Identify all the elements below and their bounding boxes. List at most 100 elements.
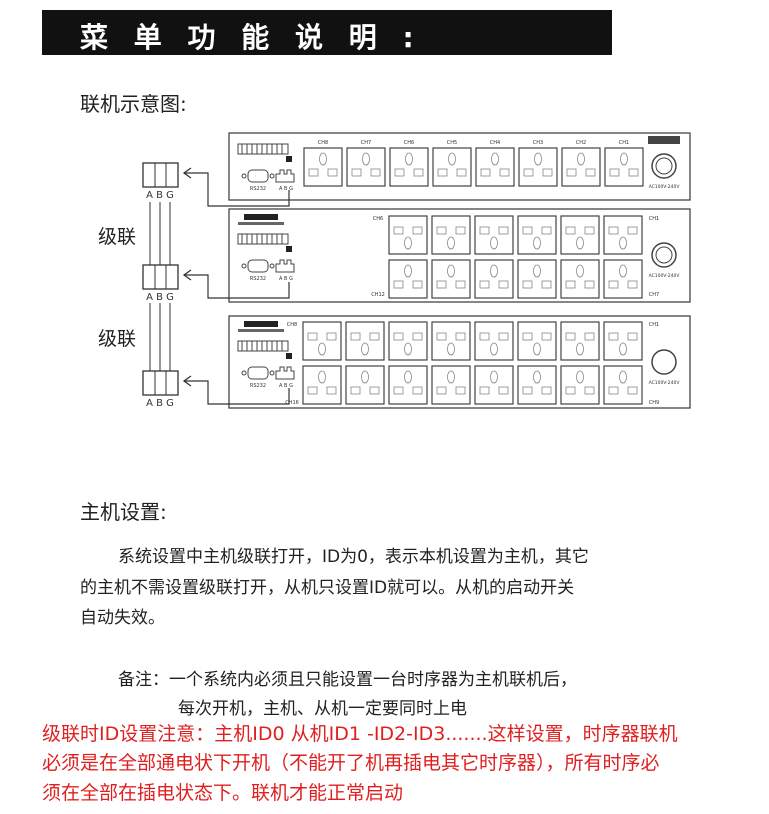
socket-pin [479,332,490,341]
socket-pin [490,370,498,384]
socket-pin [436,226,447,235]
socket-frame [517,365,557,405]
socket-pin [499,168,510,177]
socket-pin [436,280,447,289]
socket-pin [447,370,455,384]
socket-pin [576,370,584,384]
socket-frame [603,365,643,405]
rs232-label: RS232 [250,276,266,282]
socket-pin [608,226,619,235]
warning-label-icon [244,321,278,327]
rs232-label: RS232 [250,186,266,192]
socket-frame [518,147,558,187]
socket-pin [522,280,533,289]
socket-pin [448,152,456,166]
socket-pin [412,332,423,341]
channel-label: CH6 [373,216,383,222]
socket [603,259,643,299]
ground-icon [286,156,292,162]
master-line-3: 自动失效。 [80,608,165,628]
socket-pin [542,168,553,177]
socket [561,147,601,187]
socket [474,259,514,299]
socket-frame [388,215,428,255]
terminal-label: A B G [146,190,174,201]
socket [345,321,385,361]
socket [431,259,471,299]
socket-pin [404,370,412,384]
socket-pin [498,386,509,395]
socket-pin [455,280,466,289]
channel-label: CH5 [447,140,457,146]
socket-pin [608,332,619,341]
rs232-port-icon [247,169,269,183]
socket-frame [603,321,643,361]
screw-icon [269,173,275,179]
socket-frame [474,321,514,361]
socket-frame [475,147,515,187]
connection-wire [184,380,290,405]
socket-pin [437,168,448,177]
power-label: AC100V-240V [649,380,681,386]
socket-pin [361,342,369,356]
socket [603,321,643,361]
socket-pin [455,226,466,235]
warning-line-2: 必须是在全部通电状下开机（不能开了机再插电其它时序器），所有时序必 [42,752,660,774]
socket-pin [565,386,576,395]
socket-pin [541,280,552,289]
diagram-heading: 联机示意图: [80,92,187,116]
socket-pin [455,332,466,341]
title-bar: 菜 单 功 能 说 明 : [42,10,612,55]
socket-pin [609,168,620,177]
channel-label: CH8 [287,322,297,328]
arrow-left-icon [182,269,192,281]
cascade-label-2: 级联 [98,328,137,350]
socket-pin [608,280,619,289]
socket-pin [308,168,319,177]
power-label: AC100V-240V [649,273,681,279]
socket [432,147,472,187]
socket-frame [431,215,471,255]
socket-pin [361,370,369,384]
socket-pin [369,386,380,395]
socket-frame [302,321,342,361]
socket-frame [474,365,514,405]
power-switch-inner [655,246,673,264]
socket-pin [541,332,552,341]
socket-pin [565,280,576,289]
socket-frame [603,215,643,255]
screw-icon [241,173,247,179]
socket-pin [350,386,361,395]
socket-pin [412,386,423,395]
abg-port-label: A B G [279,276,293,282]
master-line-1: 系统设置中主机级联打开，ID为0，表示本机设置为主机，其它 [118,547,589,567]
socket [603,215,643,255]
channel-label: CH12 [371,292,385,298]
terminal-block [142,370,179,396]
socket-pin [584,386,595,395]
socket-pin [436,386,447,395]
socket [388,321,428,361]
socket-frame [604,147,644,187]
terminal-label: A B G [146,398,174,409]
warning-line-1: 级联时ID设置注意：主机ID0 从机ID1 -ID2-ID3.......这样设… [42,723,678,745]
terminal-strip-icon [237,143,289,155]
channel-label: CH1 [649,216,659,222]
master-line-2: 的主机不需设置级联打开，从机只设置ID就可以。从机的启动开关 [80,578,575,598]
socket-pin [577,152,585,166]
channel-label: CH8 [318,140,328,146]
channel-label: CH1 [619,140,629,146]
socket-pin [404,236,412,250]
socket-pin [608,386,619,395]
socket [604,147,644,187]
channel-label: CH7 [649,292,659,298]
socket [475,147,515,187]
arrow-left-icon [182,167,192,179]
socket [474,321,514,361]
socket-pin [318,342,326,356]
socket-pin [393,386,404,395]
channel-label: CH3 [533,140,543,146]
socket-pin [327,168,338,177]
socket-frame [603,259,643,299]
